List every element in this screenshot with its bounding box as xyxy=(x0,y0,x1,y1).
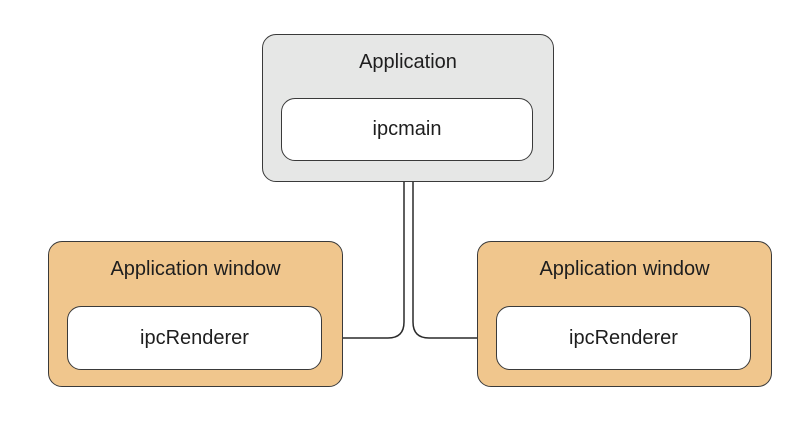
ipcrenderer-box-left: ipcRenderer xyxy=(67,306,322,370)
application-window-box-right: Application window ipcRenderer xyxy=(477,241,772,387)
application-window-title-left: Application window xyxy=(110,258,281,280)
connector-line-left xyxy=(321,162,405,339)
ipcrenderer-box-right: ipcRenderer xyxy=(496,306,751,370)
ipcmain-box: ipcmain xyxy=(281,98,533,161)
connector-line-right xyxy=(412,162,497,339)
application-title: Application xyxy=(359,51,457,73)
application-box: Application ipcmain xyxy=(262,34,554,182)
application-window-title-right: Application window xyxy=(539,258,710,280)
application-window-box-left: Application window ipcRenderer xyxy=(48,241,343,387)
